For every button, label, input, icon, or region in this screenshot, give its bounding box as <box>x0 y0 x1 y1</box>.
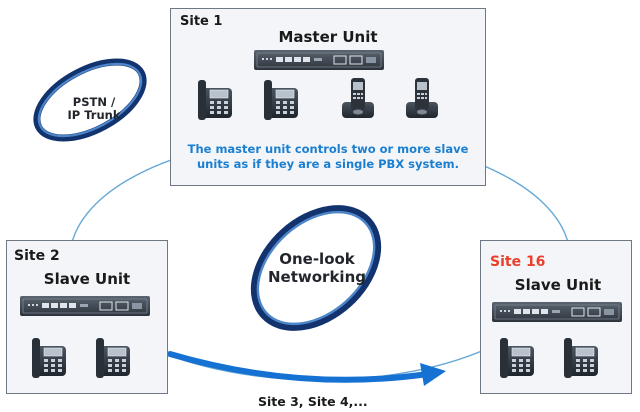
pbx-unit-icon <box>254 50 384 70</box>
additional-sites-label: Site 3, Site 4,... <box>258 394 368 409</box>
pstn-label: PSTN / <box>72 95 116 109</box>
site1-label: Site 1 <box>180 14 223 29</box>
one-look-networking-oval <box>250 205 382 331</box>
desk-phone-icon <box>264 80 299 121</box>
one-look-label: One-look <box>279 250 355 268</box>
master-unit-description-line1: The master unit controls two or more sla… <box>187 142 469 156</box>
desk-phone-icon <box>198 80 233 121</box>
one-look-networking-label: One-look Networking <box>262 250 372 286</box>
site16-slave-unit-title: Slave Unit <box>514 276 602 294</box>
pstn-ip-trunk-oval <box>33 58 147 142</box>
master-unit-description: The master unit controls two or more sla… <box>176 142 480 172</box>
pbx-unit-icon <box>20 296 150 316</box>
desk-phone-icon <box>96 338 131 379</box>
ip-trunk-label: IP Trunk <box>67 108 121 122</box>
desk-phone-icon <box>500 338 535 379</box>
master-unit-description-line2: units as if they are a single PBX system… <box>196 157 460 171</box>
dect-base-phone-icon <box>342 78 374 118</box>
networking-label: Networking <box>268 268 366 286</box>
site2-slave-unit-title: Slave Unit <box>43 270 131 288</box>
desk-phone-icon <box>564 338 599 379</box>
pstn-ip-trunk-label: PSTN / IP Trunk <box>54 96 134 122</box>
site16-label: Site 16 <box>490 254 546 270</box>
site2-label: Site 2 <box>14 248 60 264</box>
expansion-arrow <box>167 351 446 386</box>
pbx-unit-icon <box>492 302 622 322</box>
dect-base-phone-icon <box>406 78 438 118</box>
master-unit-title: Master Unit <box>278 28 378 46</box>
desk-phone-icon <box>32 338 67 379</box>
